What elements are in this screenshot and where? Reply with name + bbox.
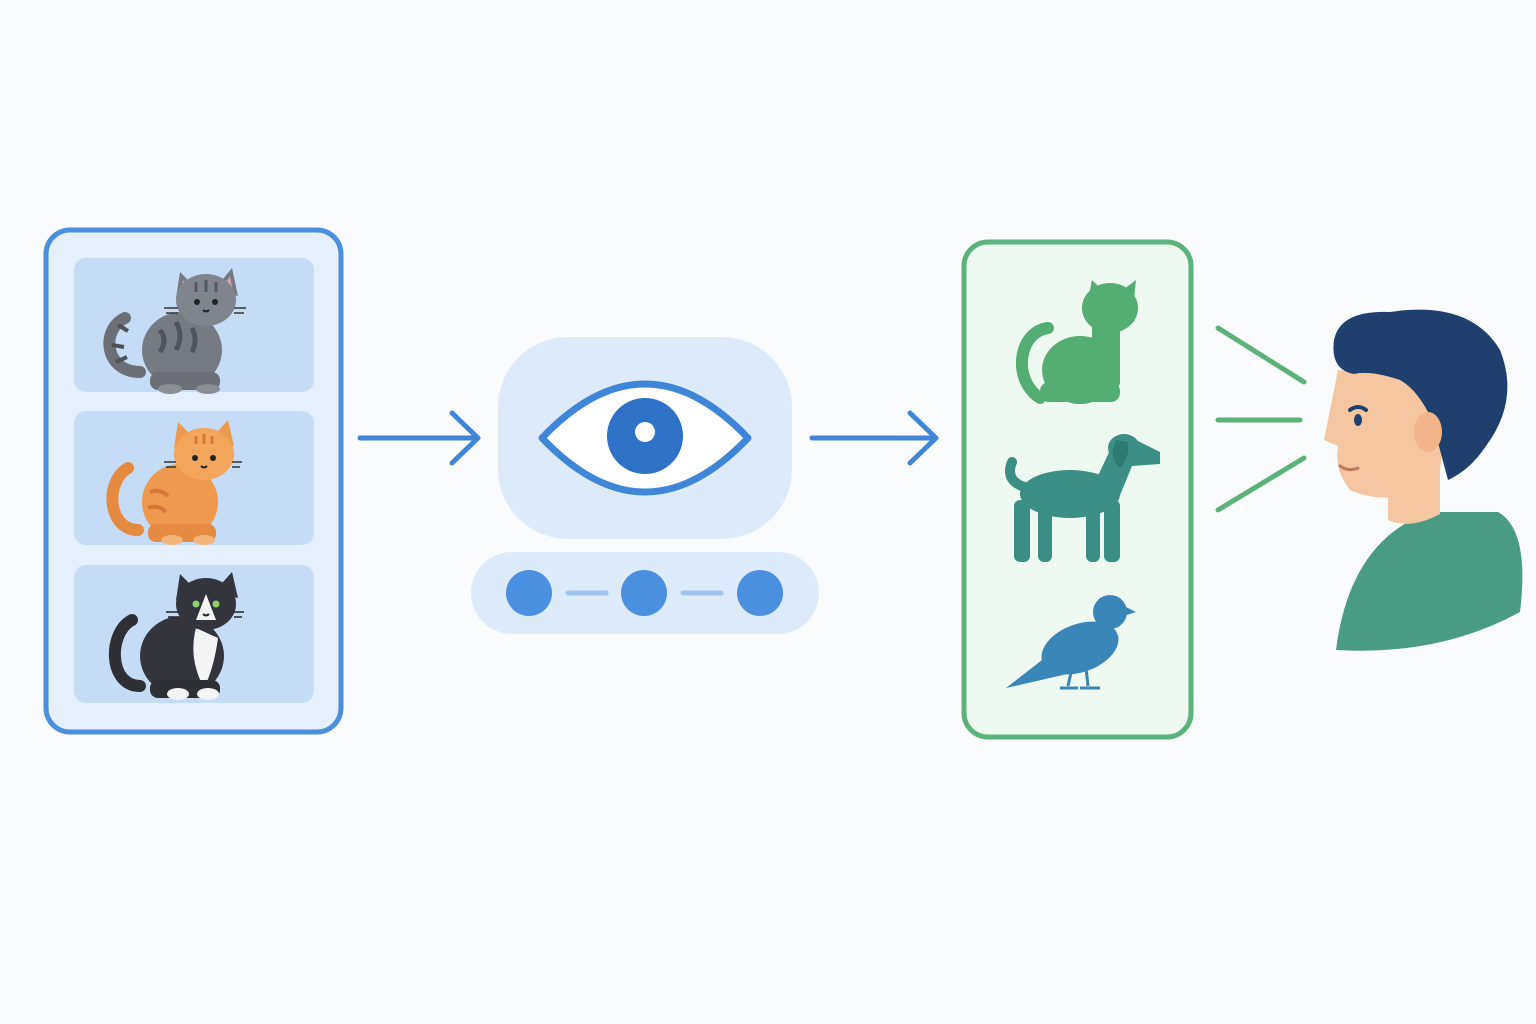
eye-icon [538,380,752,496]
step-dot-2 [621,570,667,616]
gray-tabby-cat-icon [103,268,246,394]
arrow-model-to-output [809,410,939,466]
person-icon [1324,309,1523,651]
tuxedo-cat-icon [108,572,244,700]
input-tile-2 [74,411,314,545]
output-class-panel [961,239,1194,740]
orange-tabby-cat-icon [106,420,242,545]
arrow-input-to-model [357,410,481,466]
input-image-panel [43,227,344,735]
step-dot-1 [506,570,552,616]
dog-silhouette-icon [1005,434,1160,562]
gaze-lines [1215,325,1307,513]
input-tile-1 [74,258,314,394]
bird-silhouette-icon [1006,595,1136,690]
input-tile-3 [74,565,314,703]
cat-silhouette-icon [1015,280,1138,404]
processing-steps-bar [471,552,819,634]
vision-model-block [498,337,792,539]
step-dot-3 [737,570,783,616]
